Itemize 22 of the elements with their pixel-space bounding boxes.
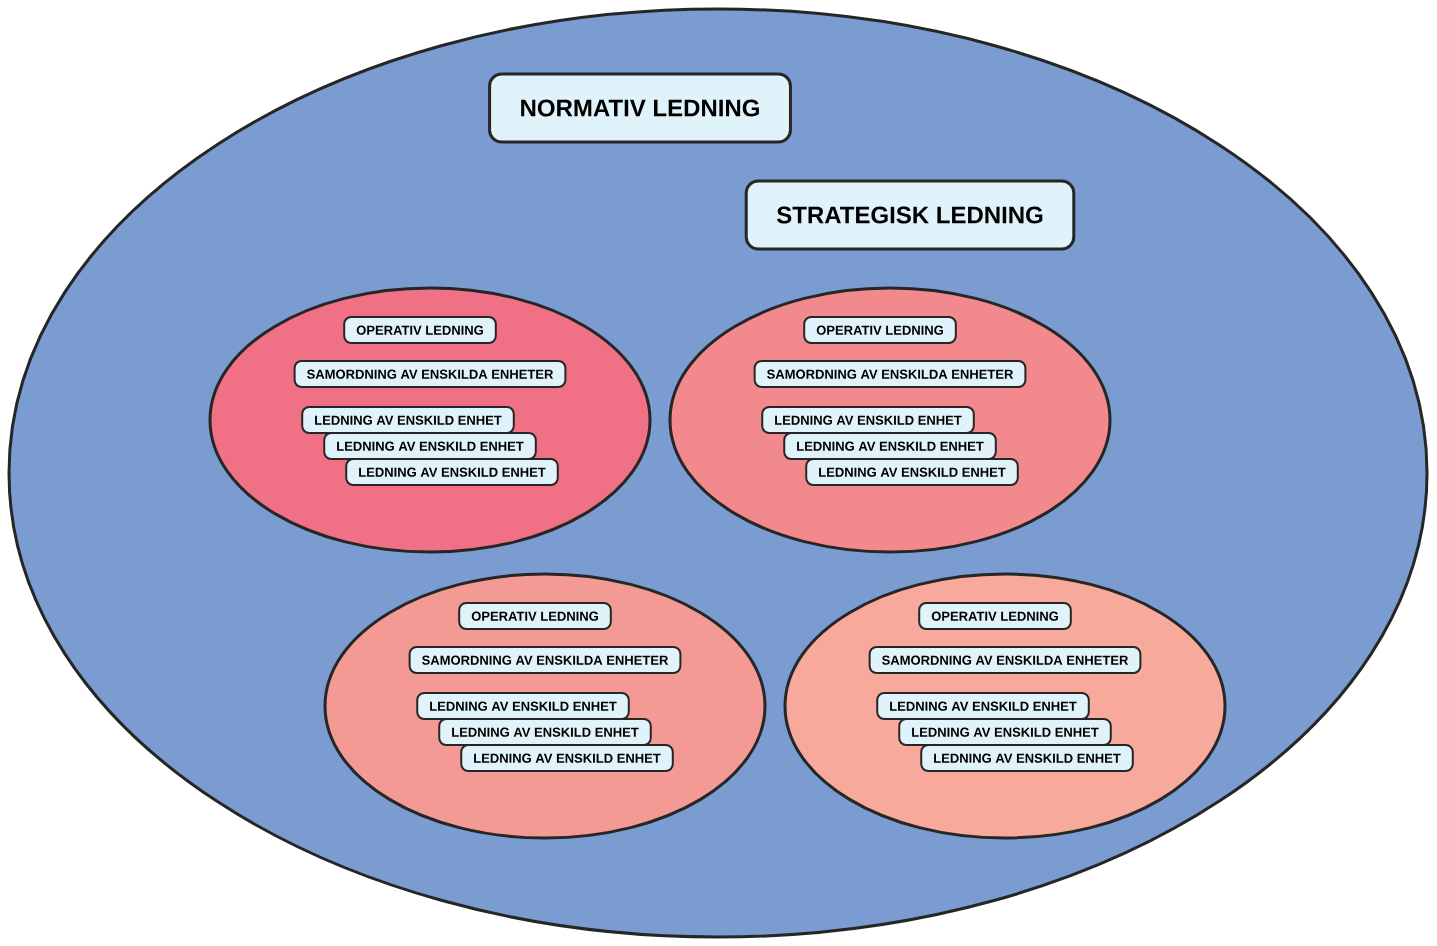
label-box: SAMORDNING AV ENSKILDA ENHETER: [408, 646, 682, 674]
label-box: OPERATIV LEDNING: [458, 602, 612, 630]
label-box: LEDNING AV ENSKILD ENHET: [876, 692, 1090, 720]
label-box: LEDNING AV ENSKILD ENHET: [920, 744, 1134, 772]
label-box: SAMORDNING AV ENSKILDA ENHETER: [868, 646, 1142, 674]
label-box: LEDNING AV ENSKILD ENHET: [805, 458, 1019, 486]
label-box: SAMORDNING AV ENSKILDA ENHETER: [753, 360, 1027, 388]
label-box: LEDNING AV ENSKILD ENHET: [323, 432, 537, 460]
label-box: LEDNING AV ENSKILD ENHET: [438, 718, 652, 746]
label-box: LEDNING AV ENSKILD ENHET: [301, 406, 515, 434]
label-box: LEDNING AV ENSKILD ENHET: [898, 718, 1112, 746]
label-box: NORMATIV LEDNING: [488, 72, 792, 144]
label-box: LEDNING AV ENSKILD ENHET: [783, 432, 997, 460]
label-box: OPERATIV LEDNING: [343, 316, 497, 344]
label-box: LEDNING AV ENSKILD ENHET: [460, 744, 674, 772]
label-box: OPERATIV LEDNING: [803, 316, 957, 344]
label-box: LEDNING AV ENSKILD ENHET: [345, 458, 559, 486]
label-box: LEDNING AV ENSKILD ENHET: [761, 406, 975, 434]
label-box: OPERATIV LEDNING: [918, 602, 1072, 630]
label-box: LEDNING AV ENSKILD ENHET: [416, 692, 630, 720]
label-box: STRATEGISK LEDNING: [744, 179, 1076, 251]
label-box: SAMORDNING AV ENSKILDA ENHETER: [293, 360, 567, 388]
